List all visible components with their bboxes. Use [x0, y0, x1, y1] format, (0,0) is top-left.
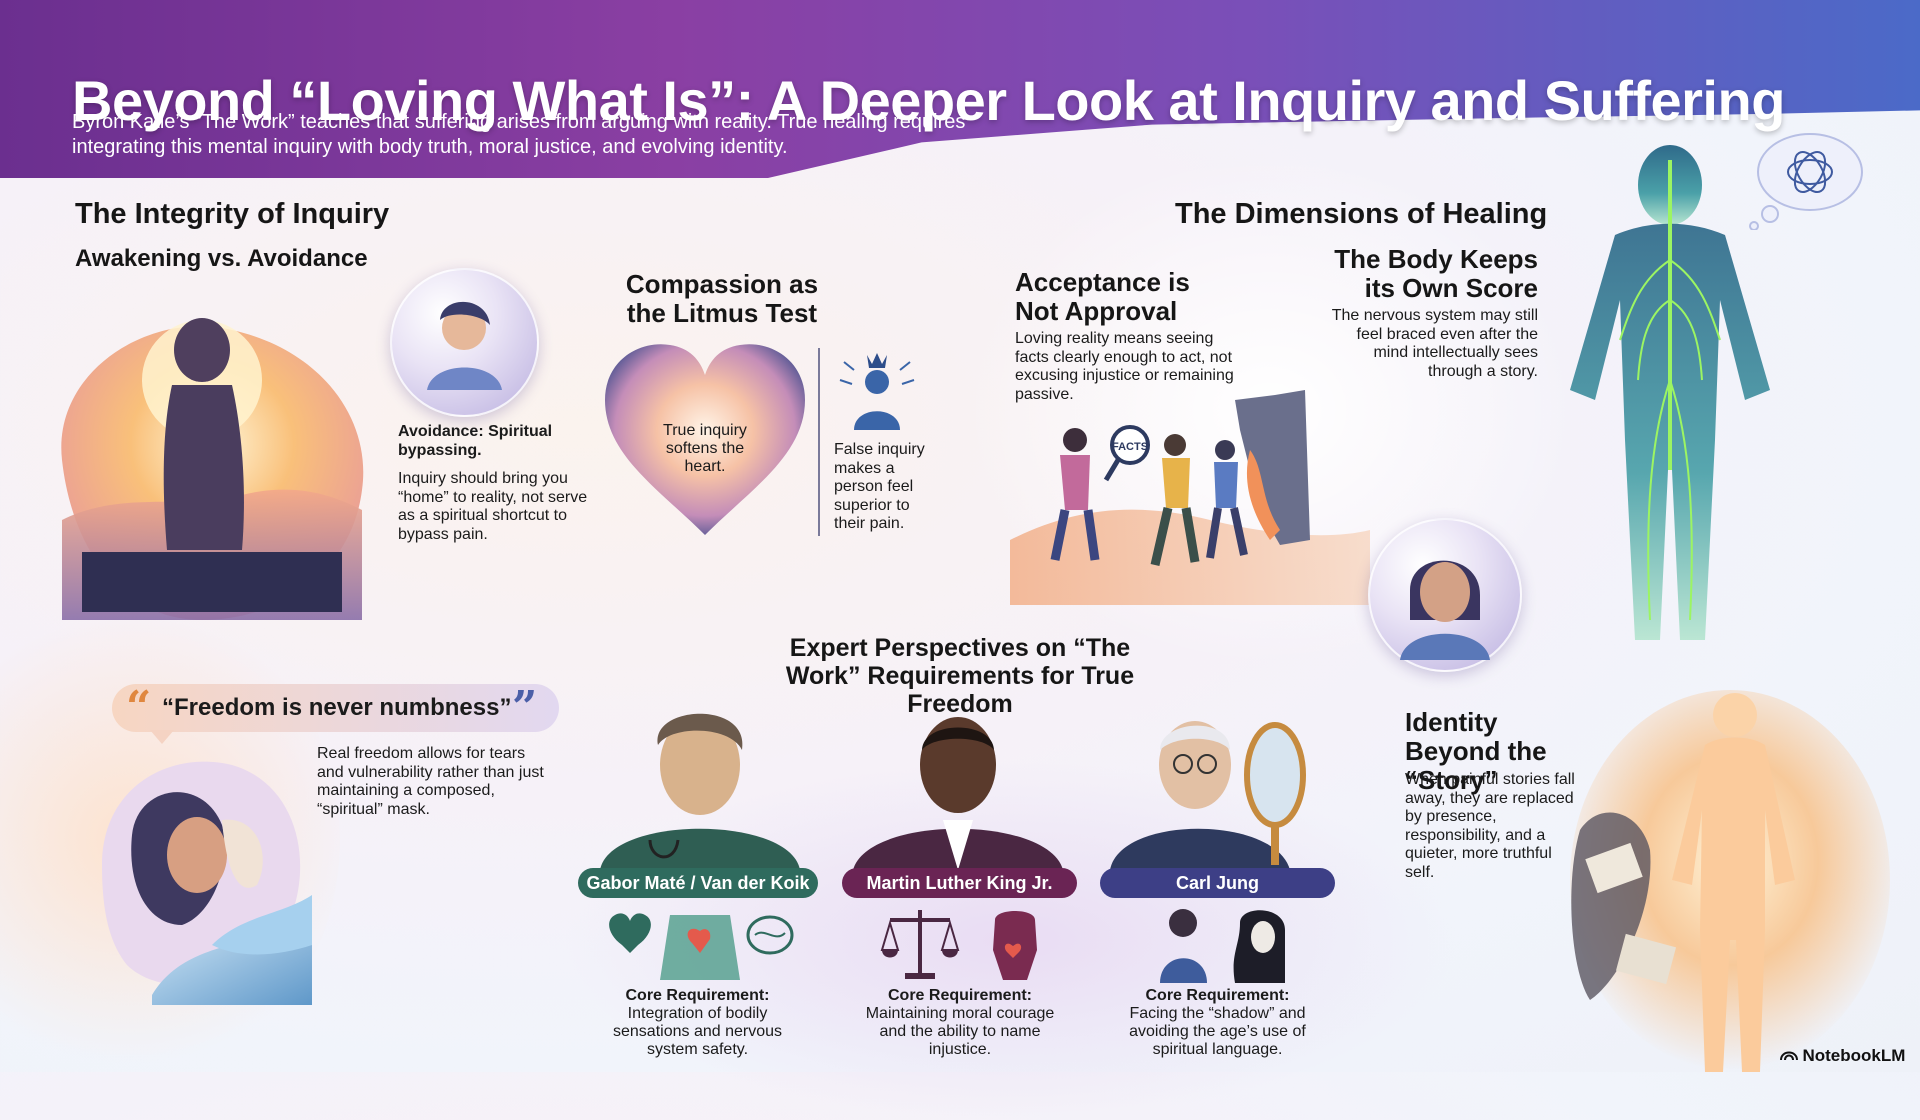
true-inquiry-text: True inquiry softens the heart.	[663, 422, 747, 475]
acceptance-illustration: FACTS	[1010, 390, 1370, 605]
healing-title: The Dimensions of Healing	[1175, 198, 1548, 230]
shadow-mask-icon	[1145, 905, 1305, 983]
compassion-title: Compassion as the Litmus Test	[625, 269, 819, 328]
integrity-title: The Integrity of Inquiry	[75, 198, 390, 230]
requirement-mlk: Core Requirement: Maintaining moral cour…	[855, 987, 1065, 1059]
acceptance-text: Loving reality means seeing facts clearl…	[1015, 330, 1234, 403]
braced-person-bubble	[1368, 518, 1522, 672]
divider	[818, 348, 820, 536]
portrait-carl-jung	[1105, 700, 1325, 870]
requirement-label: Core Requirement:	[625, 987, 770, 1004]
identity-text: When painful stories fall away, they are…	[1405, 771, 1575, 881]
quote-open-icon: “	[126, 682, 152, 733]
acceptance-title: Acceptance is Not Approval	[1015, 267, 1190, 326]
integrity-subtitle: Awakening vs. Avoidance	[75, 245, 368, 272]
freedom-quote: “Freedom is never numbness”	[162, 694, 512, 721]
freedom-quote-banner: “ “Freedom is never numbness” ”	[112, 682, 559, 733]
page-subtitle: Byron Katie’s ”The Work” teaches that su…	[72, 111, 966, 158]
requirement-text: Maintaining moral courage and the abilit…	[865, 1005, 1055, 1058]
false-inquiry-text: False inquiry makes a person feel superi…	[834, 441, 925, 532]
portrait-mlk	[848, 695, 1068, 870]
facts-label: FACTS	[1112, 441, 1148, 453]
heart-brain-icon	[600, 905, 800, 985]
experts-title: Expert Perspectives on “The Work” Requir…	[785, 634, 1135, 718]
heart-icon	[600, 340, 810, 540]
freedom-text: Real freedom allows for tears and vulner…	[317, 745, 544, 818]
notebooklm-logo-icon	[1780, 1047, 1798, 1066]
requirement-text: Facing the “shadow” and avoiding the age…	[1129, 1005, 1306, 1058]
avoidance-heading: Avoidance: Spiritual bypassing.	[398, 423, 553, 459]
body-score-title: The Body Keeps its Own Score	[1334, 244, 1538, 303]
requirement-label: Core Requirement:	[1145, 987, 1290, 1004]
identity-title: Identity Beyond the “Story”	[1405, 707, 1547, 795]
expert-badge-mlk: Martin Luther King Jr.	[842, 868, 1077, 898]
page-title: Beyond “Loving What Is”: A Deeper Look a…	[72, 68, 1785, 132]
requirement-text: Integration of bodily sensations and ner…	[613, 1005, 782, 1058]
brand-name: NotebookLM	[1802, 1046, 1906, 1065]
fist-icon	[985, 900, 1045, 980]
awakening-illustration	[42, 290, 382, 630]
expert-badge-jung: Carl Jung	[1100, 868, 1335, 898]
avoidance-bubble	[390, 268, 539, 417]
tears-illustration	[92, 745, 312, 1005]
crown-person-icon	[832, 350, 922, 435]
portrait-gabor-mate	[590, 690, 810, 870]
body-score-text: The nervous system may still feel braced…	[1331, 307, 1538, 380]
thought-bubble-icon	[1740, 130, 1870, 231]
freedom-quote-pointer	[150, 730, 174, 744]
scales-icon	[880, 905, 960, 983]
requirement-jung: Core Requirement: Facing the “shadow” an…	[1110, 987, 1325, 1059]
glowing-self-figure	[1560, 680, 1900, 1072]
expert-badge-gabor: Gabor Maté / Van der Koik	[578, 868, 818, 898]
avoidance-text: Inquiry should bring you “home” to reali…	[398, 470, 588, 543]
requirement-gabor: Core Requirement: Integration of bodily …	[590, 987, 805, 1059]
body-nervous-system-figure	[1520, 140, 1810, 640]
notebooklm-logo: NotebookLM	[1780, 1046, 1905, 1068]
requirement-label: Core Requirement:	[887, 987, 1033, 1004]
quote-close-icon: ”	[512, 682, 538, 733]
